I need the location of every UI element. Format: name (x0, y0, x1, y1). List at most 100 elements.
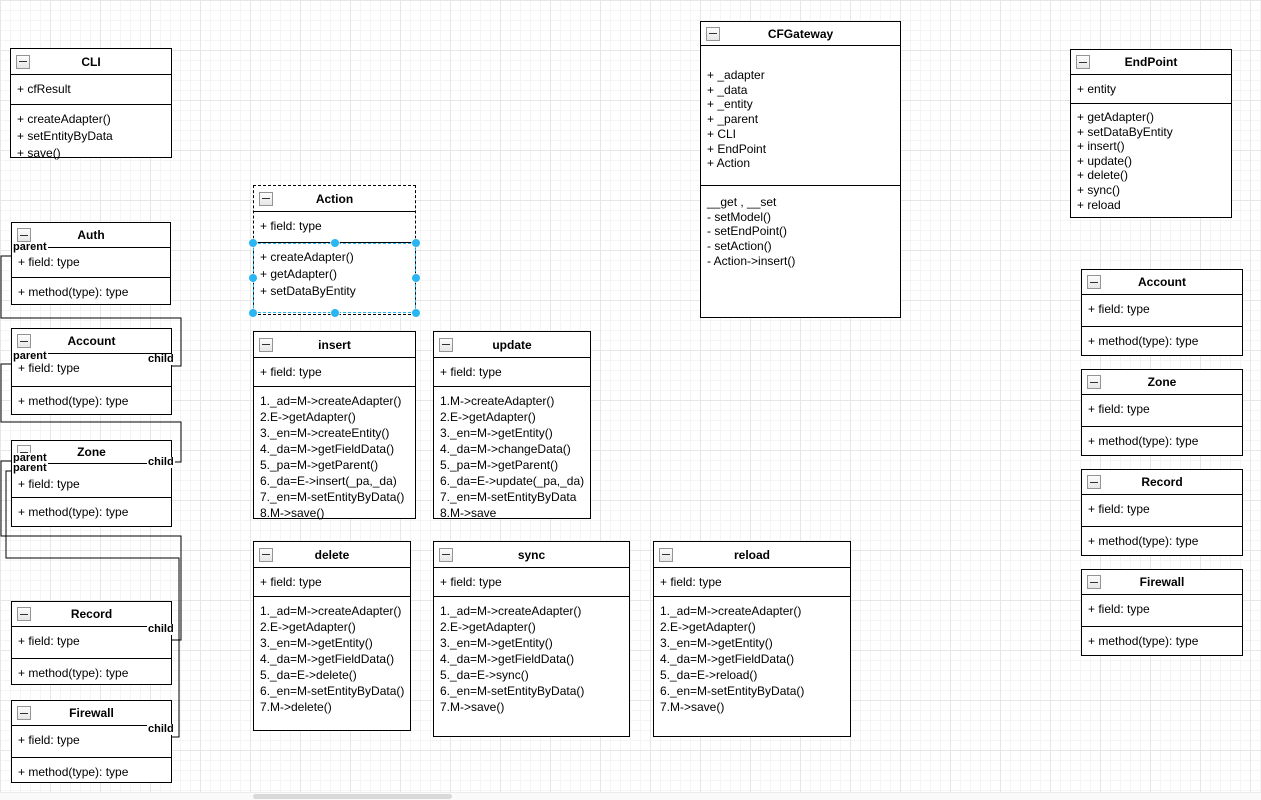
class-member: + field: type (18, 634, 80, 648)
class-record-right[interactable]: Record+ field: type+ method(type): type (1081, 469, 1243, 556)
horizontal-scrollbar-track[interactable] (0, 792, 1261, 800)
class-member: + method(type): type (18, 505, 129, 519)
class-member: 4._da=M->changeData() (440, 442, 571, 456)
selection-handle[interactable] (330, 309, 339, 317)
class-member: + update() (1077, 153, 1133, 168)
selection-handle[interactable] (412, 239, 420, 247)
minus-glyph (1090, 281, 1098, 283)
class-member: - Action->insert() (707, 253, 796, 268)
collapse-icon[interactable] (17, 706, 31, 720)
edge-label-account-parent[interactable]: parent (12, 350, 48, 362)
class-auth[interactable]: Auth+ field: type+ method(type): type (11, 222, 171, 305)
minus-glyph (262, 344, 270, 345)
collapse-icon[interactable] (659, 547, 673, 562)
class-section: + cfResult (11, 74, 171, 104)
class-member: + field: type (18, 477, 80, 491)
class-title: Firewall (1139, 575, 1185, 589)
edge-label-zone-parent-2[interactable]: parent (12, 462, 48, 474)
class-member: + field: type (1088, 402, 1150, 416)
collapse-icon[interactable] (17, 334, 31, 348)
selection-handle[interactable] (249, 309, 257, 317)
collapse-icon[interactable] (259, 547, 273, 562)
collapse-icon[interactable] (1087, 275, 1101, 289)
class-member: + method(type): type (18, 394, 129, 408)
class-member: 1._ad=M->createAdapter() (440, 604, 582, 618)
class-account-right[interactable]: Account+ field: type+ method(type): type (1081, 269, 1243, 356)
class-section: + getAdapter()+ setDataByEntity+ insert(… (1071, 103, 1231, 219)
class-action[interactable]: Action+ field: type+ createAdapter()+ ge… (253, 185, 416, 315)
edge-label-zone-child[interactable]: child (147, 456, 175, 468)
class-title: insert (318, 337, 351, 352)
selection-handle[interactable] (412, 309, 420, 317)
class-endpoint[interactable]: EndPoint+ entity+ getAdapter()+ setDataB… (1070, 49, 1232, 218)
collapse-icon[interactable] (17, 607, 31, 621)
class-section: + method(type): type (12, 386, 171, 416)
minus-glyph (709, 33, 717, 34)
class-member: 5._da=E->reload() (660, 668, 758, 682)
collapse-icon[interactable] (17, 228, 31, 242)
class-member: - setEndPoint() (707, 224, 788, 239)
class-record-left[interactable]: Record+ field: type+ method(type): type (11, 601, 172, 685)
class-title: CFGateway (767, 26, 834, 41)
class-member: + field: type (440, 365, 502, 379)
class-member: - setAction() (707, 239, 772, 254)
class-title-bar: delete (254, 542, 410, 567)
minus-glyph (20, 340, 28, 342)
minus-glyph (20, 613, 28, 615)
selection-handle[interactable] (249, 239, 257, 247)
class-member: + Action (707, 156, 751, 171)
class-firewall-right[interactable]: Firewall+ field: type+ method(type): typ… (1081, 569, 1243, 656)
edge-label-account-child[interactable]: child (147, 353, 175, 365)
class-cfgateway[interactable]: CFGateway+ _adapter+ _data+ _entity+ _pa… (700, 21, 901, 318)
class-member: + method(type): type (1088, 334, 1199, 348)
class-member: 4._da=M->getFieldData() (260, 652, 395, 666)
minus-glyph (662, 554, 670, 555)
class-zone-right[interactable]: Zone+ field: type+ method(type): type (1081, 369, 1243, 456)
edge-label-firewall-child[interactable]: child (147, 723, 175, 735)
class-member: 7.M->delete() (260, 700, 332, 714)
class-member: + CLI (707, 126, 737, 141)
collapse-icon[interactable] (259, 191, 273, 206)
collapse-icon[interactable] (1076, 55, 1090, 69)
selection-handle[interactable] (412, 274, 420, 282)
collapse-icon[interactable] (1087, 575, 1101, 589)
class-title-bar: Action (254, 186, 415, 211)
class-member: + entity (1077, 82, 1117, 96)
minus-glyph (1090, 481, 1098, 483)
class-cli[interactable]: CLI+ cfResult+ createAdapter()+ setEntit… (10, 48, 172, 160)
collapse-icon[interactable] (439, 547, 453, 562)
class-title-bar: Firewall (12, 701, 171, 725)
class-firewall-left[interactable]: Firewall+ field: type+ method(type): typ… (11, 700, 172, 783)
class-member: + _adapter (707, 68, 765, 82)
class-title-bar: update (434, 332, 590, 357)
class-member: 1._ad=M->createAdapter() (260, 604, 402, 618)
class-account-left[interactable]: Account+ field: type+ method(type): type (11, 328, 172, 415)
class-member: 2.E->getAdapter() (440, 410, 536, 424)
minus-glyph (262, 198, 270, 199)
class-section: + method(type): type (12, 497, 171, 528)
collapse-icon[interactable] (259, 337, 273, 352)
edge-label-record-child[interactable]: child (147, 623, 175, 635)
class-section: 1._ad=M->createAdapter()2.E->getAdapter(… (434, 596, 629, 738)
edge-label-auth-parent[interactable]: parent (12, 241, 48, 253)
class-title-bar: CLI (11, 49, 171, 74)
selection-handle[interactable] (330, 239, 339, 247)
collapse-icon[interactable] (1087, 475, 1101, 489)
collapse-icon[interactable] (706, 26, 720, 41)
minus-glyph (20, 712, 28, 714)
class-member: + field: type (18, 361, 80, 375)
collapse-icon[interactable] (1087, 375, 1101, 389)
class-title: CLI (81, 54, 101, 69)
collapse-icon[interactable] (16, 54, 30, 69)
class-member: + method(type): type (18, 285, 129, 299)
class-member: 5._pa=M->getParent() (260, 458, 379, 472)
selection-handle[interactable] (249, 274, 257, 282)
horizontal-scrollbar-thumb[interactable] (253, 794, 452, 799)
collapse-icon[interactable] (439, 337, 453, 352)
